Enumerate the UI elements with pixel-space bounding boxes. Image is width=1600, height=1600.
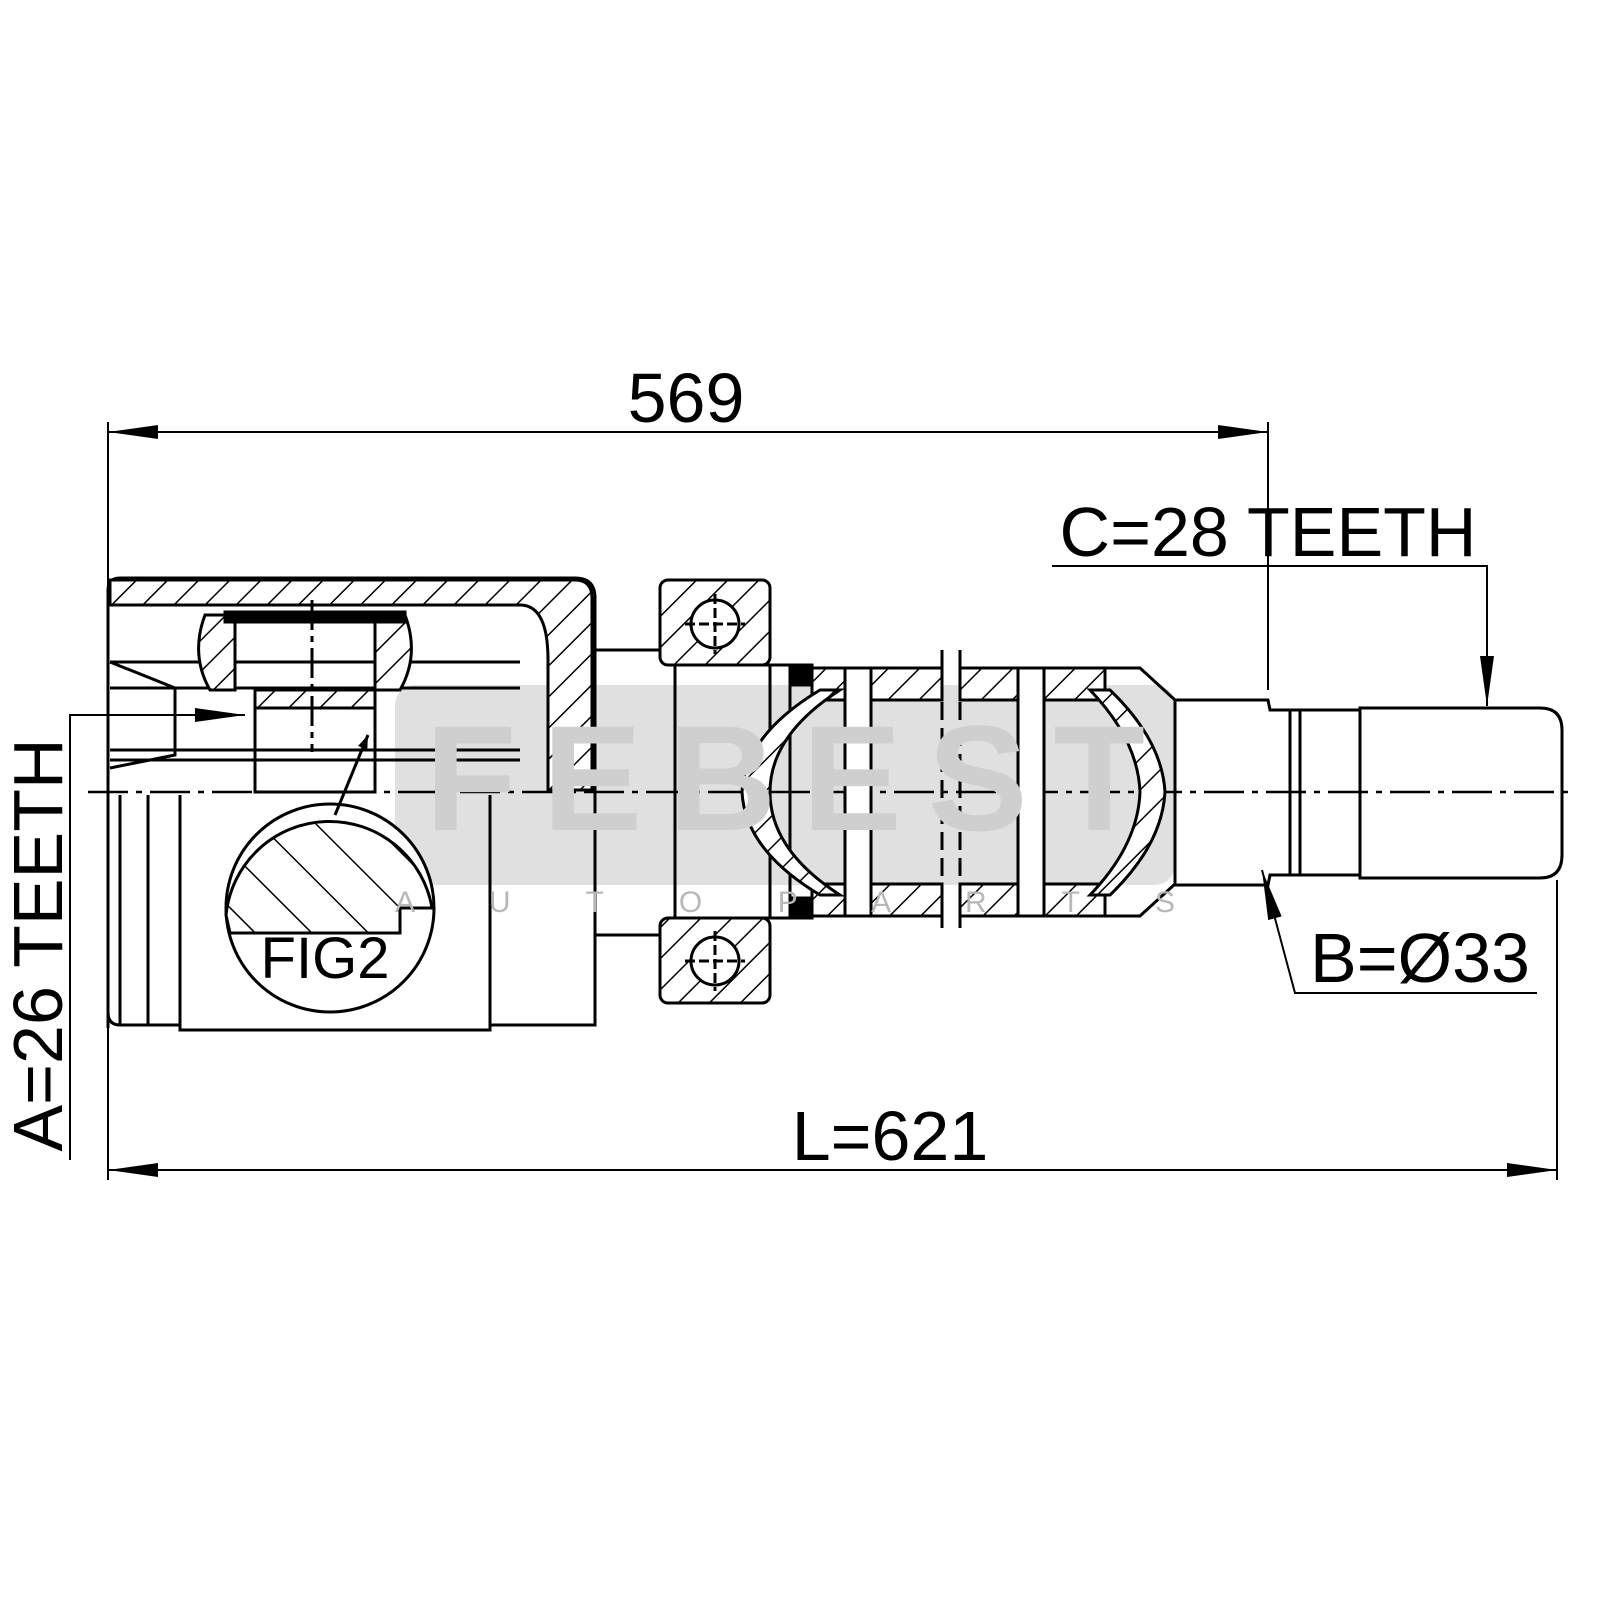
fig2-label: FIG2 (261, 926, 390, 991)
dimension-spline-c: C=28 TEETH (1060, 493, 1477, 571)
dimension-569: 569 (628, 359, 745, 437)
dimension-diameter-b: B=Ø33 (1310, 919, 1530, 997)
dimension-spline-a: A=26 TEETH (0, 738, 77, 1151)
dimension-lines (69, 422, 1558, 1180)
part-outline (88, 576, 1570, 1032)
dimension-total-length: L=621 (792, 1097, 989, 1175)
